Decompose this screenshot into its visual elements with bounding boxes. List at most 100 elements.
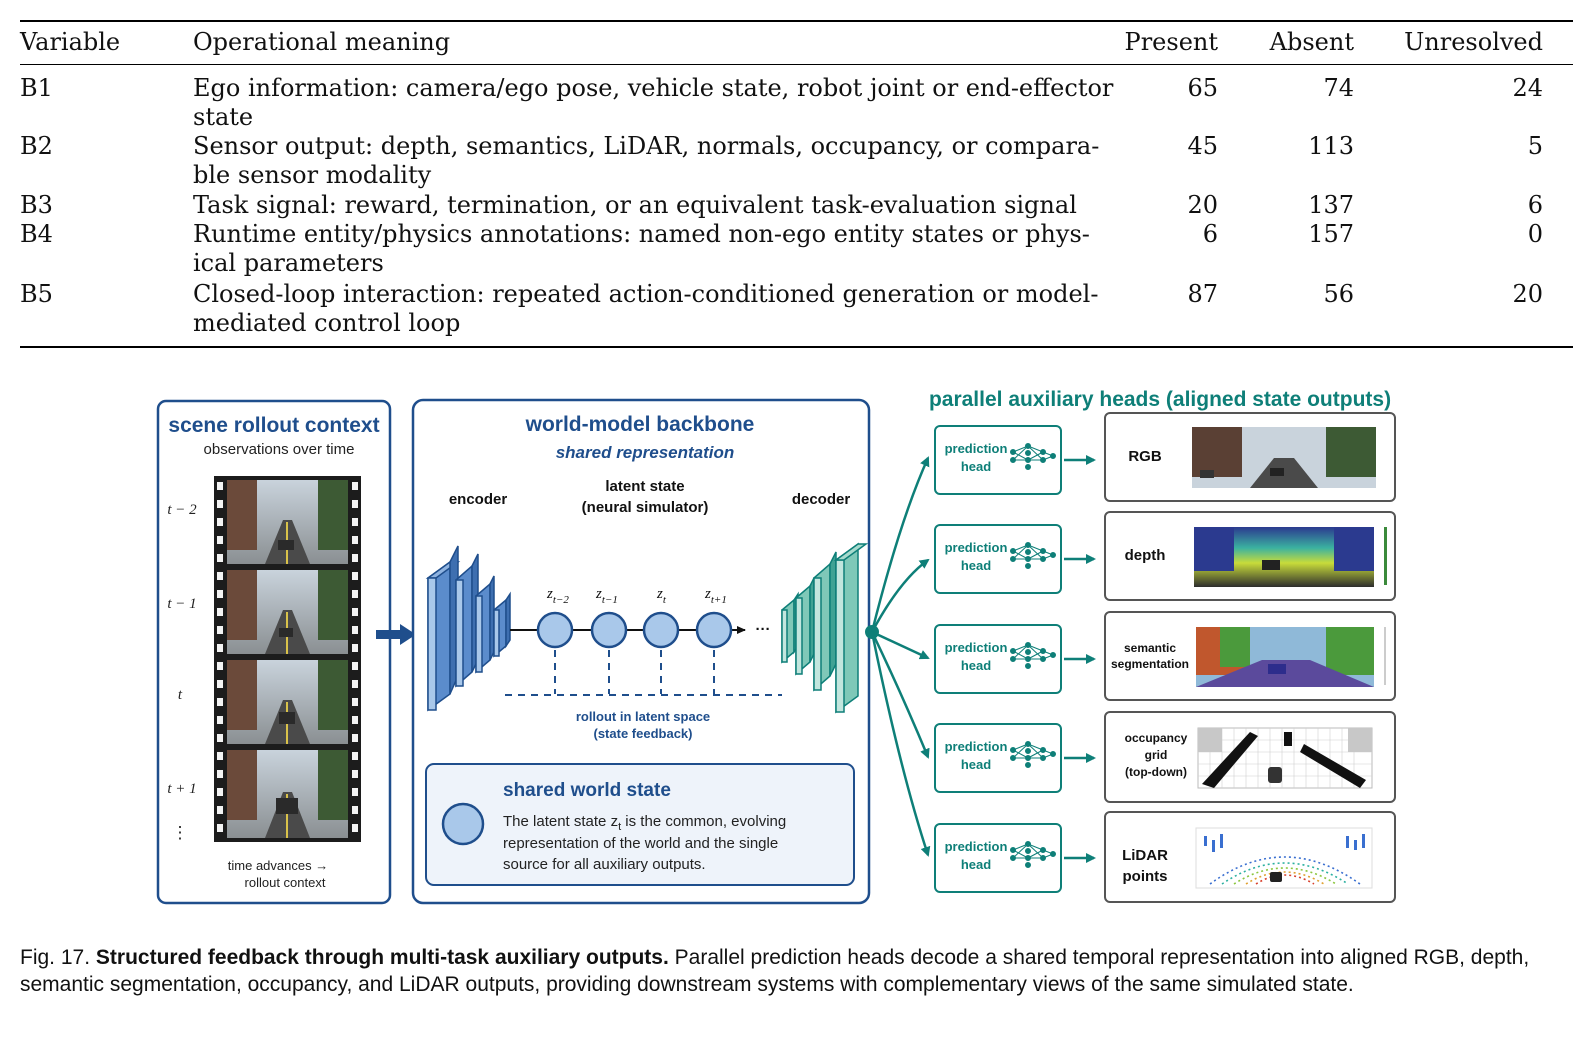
row-variable: B5 bbox=[20, 280, 53, 308]
output-label: points bbox=[1123, 868, 1168, 885]
output-label: (top-down) bbox=[1125, 765, 1187, 779]
shared-world-state-text: source for all auxiliary outputs. bbox=[503, 856, 706, 873]
header-meaning: Operational meaning bbox=[193, 28, 451, 56]
head-row-lidar: prediction head LiDAR points bbox=[934, 811, 1396, 903]
backbone-title: world-model backbone bbox=[525, 413, 755, 436]
network-icon bbox=[1010, 741, 1056, 768]
header-variable: Variable bbox=[20, 28, 121, 56]
prediction-head bbox=[934, 823, 1062, 893]
latent-chain-ellipsis: ··· bbox=[756, 621, 771, 638]
prediction-head-label: head bbox=[961, 558, 991, 573]
semantic-preview-image bbox=[1196, 627, 1386, 687]
prediction-head bbox=[934, 524, 1062, 594]
network-icon bbox=[1010, 642, 1056, 669]
header-absent: Absent bbox=[1269, 28, 1354, 56]
rollout-label: rollout in latent space bbox=[576, 709, 710, 724]
time-label-ellipsis: ⋮ bbox=[172, 823, 189, 842]
film-frame bbox=[227, 570, 348, 654]
latent-node bbox=[590, 611, 628, 649]
shared-world-state-text: representation of the world and the sing… bbox=[503, 835, 778, 852]
context-title: scene rollout context bbox=[168, 414, 379, 437]
film-strip bbox=[214, 476, 361, 842]
output-label: LiDAR bbox=[1122, 847, 1168, 864]
output-label: semantic bbox=[1124, 641, 1176, 655]
row-variable: B1 bbox=[20, 74, 53, 102]
network-icon bbox=[1010, 542, 1056, 569]
row-meaning-line: state bbox=[193, 103, 254, 131]
latent-node bbox=[536, 611, 574, 649]
row-variable: B2 bbox=[20, 132, 53, 160]
row-present: 87 bbox=[1187, 280, 1218, 308]
header-unresolved: Unresolved bbox=[1404, 28, 1543, 56]
network-icon bbox=[1010, 443, 1056, 470]
depth-preview-image bbox=[1194, 527, 1387, 587]
rgb-preview-image bbox=[1192, 427, 1376, 488]
encoder-blocks bbox=[425, 545, 511, 712]
output-label: RGB bbox=[1128, 448, 1162, 465]
network-icon bbox=[1010, 841, 1056, 868]
context-to-backbone-arrow bbox=[376, 624, 416, 645]
row-unresolved: 0 bbox=[1527, 220, 1543, 248]
row-variable: B3 bbox=[20, 191, 53, 219]
prediction-head bbox=[934, 624, 1062, 694]
prediction-head-label: head bbox=[961, 658, 991, 673]
head-row-rgb: prediction head RGB bbox=[934, 412, 1396, 502]
latent-label: zt−1 bbox=[595, 586, 618, 606]
caption-label: Fig. 17. bbox=[20, 946, 91, 969]
prediction-head-label: prediction bbox=[945, 441, 1008, 456]
prediction-head bbox=[934, 425, 1062, 495]
row-unresolved: 6 bbox=[1527, 191, 1543, 219]
table-top-rule bbox=[20, 20, 1573, 22]
encoder-label: encoder bbox=[449, 491, 508, 508]
shared-world-state-box bbox=[425, 763, 855, 886]
lidar-preview-image bbox=[1195, 827, 1373, 889]
row-present: 45 bbox=[1187, 132, 1218, 160]
decoder-blocks bbox=[781, 542, 869, 714]
shared-world-state-text: The latent state zt is the common, evolv… bbox=[503, 813, 786, 833]
row-unresolved: 24 bbox=[1512, 74, 1543, 102]
head-row-depth: prediction head depth bbox=[934, 511, 1396, 601]
occupancy-preview-image bbox=[1197, 727, 1373, 789]
row-present: 65 bbox=[1187, 74, 1218, 102]
row-absent: 56 bbox=[1323, 280, 1354, 308]
prediction-head-label: prediction bbox=[945, 739, 1008, 754]
header-present: Present bbox=[1124, 28, 1218, 56]
film-frame bbox=[227, 750, 348, 838]
table-bottom-rule bbox=[20, 346, 1573, 348]
shared-world-state-title: shared world state bbox=[503, 780, 671, 801]
row-variable: B4 bbox=[20, 220, 53, 248]
prediction-head bbox=[934, 723, 1062, 793]
rollout-label: (state feedback) bbox=[594, 726, 693, 741]
prediction-head-label: prediction bbox=[945, 640, 1008, 655]
time-label: t − 1 bbox=[167, 596, 196, 612]
backbone-subtitle: shared representation bbox=[556, 443, 735, 462]
output-label: depth bbox=[1125, 547, 1166, 564]
time-label: t bbox=[178, 687, 183, 703]
film-frame bbox=[227, 660, 348, 744]
output-label: segmentation bbox=[1111, 657, 1189, 671]
heads-title: parallel auxiliary heads (aligned state … bbox=[929, 388, 1391, 411]
decoder-label: decoder bbox=[792, 491, 851, 508]
latent-node bbox=[695, 611, 733, 649]
caption-text: Parallel prediction heads decode a share… bbox=[20, 946, 1530, 996]
time-label: t − 2 bbox=[167, 502, 197, 518]
row-present: 20 bbox=[1187, 191, 1218, 219]
latent-label: zt bbox=[656, 586, 667, 606]
row-meaning-line: ical parameters bbox=[193, 249, 384, 277]
row-meaning-line: Closed-loop interaction: repeated action… bbox=[193, 280, 1099, 308]
row-absent: 137 bbox=[1308, 191, 1354, 219]
row-absent: 113 bbox=[1308, 132, 1354, 160]
state-node-icon bbox=[441, 802, 485, 846]
output-label: occupancy bbox=[1125, 731, 1188, 745]
context-footer: time advances → bbox=[228, 858, 328, 873]
prediction-head-label: prediction bbox=[945, 540, 1008, 555]
latent-label: zt+1 bbox=[704, 586, 727, 606]
figure-diagram: scene rollout context observations over … bbox=[156, 388, 1396, 905]
row-absent: 74 bbox=[1323, 74, 1354, 102]
latent-state-label: (neural simulator) bbox=[582, 499, 709, 516]
output-label: grid bbox=[1145, 748, 1168, 762]
row-meaning-line: Sensor output: depth, semantics, LiDAR, … bbox=[193, 132, 1100, 160]
latent-state-label: latent state bbox=[605, 478, 684, 495]
latent-node bbox=[642, 611, 680, 649]
row-meaning-line: Runtime entity/physics annotations: name… bbox=[193, 220, 1090, 248]
